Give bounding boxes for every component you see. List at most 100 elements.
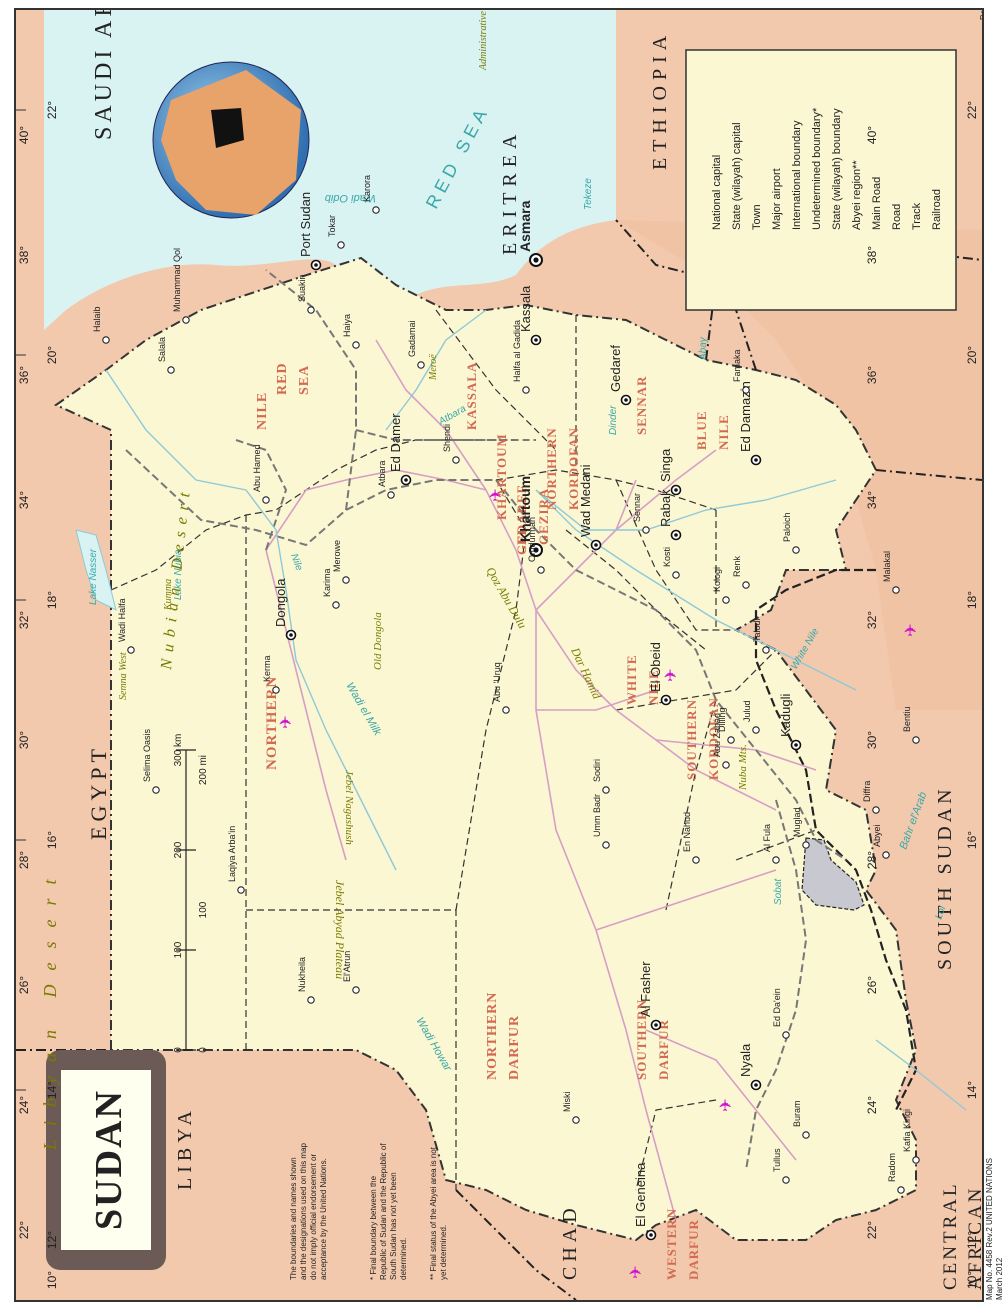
legend-label-capital: National capital	[711, 155, 723, 230]
lon-label-bottom-0: 22°	[865, 1221, 879, 1239]
lon-label-bottom-8: 38°	[865, 246, 879, 264]
state-label-gedaref: GEDAREF	[514, 484, 529, 555]
city-marker-kerma	[272, 686, 280, 694]
state-label-blue-nile: BLUE	[694, 411, 709, 450]
city-marker-shendi	[452, 456, 460, 464]
city-marker-tokar	[337, 241, 345, 249]
airport-icon-3: ✈	[661, 668, 680, 681]
note-disclaimer-4: acceptance by the United Nations.	[319, 1158, 328, 1280]
scale-bar	[176, 749, 196, 1051]
city-label-omdurman: Omdurman	[527, 517, 537, 562]
lon-label-bottom-9: 40°	[865, 126, 879, 144]
note-1-c: South Sudan has not yet been	[389, 1172, 398, 1280]
city-marker-halfa-al-gadida	[522, 386, 530, 394]
city-marker-abu-uruq	[502, 706, 510, 714]
lake-nubia-label: Lake Nubia	[173, 549, 184, 600]
ethiopia-land	[616, 220, 982, 710]
lon-label-top-9: 40°	[17, 126, 31, 144]
legend-label-railroad: Railroad	[931, 189, 943, 230]
city-label-el-obeid: El Obeid	[648, 642, 663, 692]
city-label-wad-medani: Wad Medani	[578, 464, 593, 537]
river-tekeze-label: Tekeze	[583, 178, 594, 210]
state-label-southern-kordofan: SOUTHERN	[684, 699, 699, 780]
legend-label-intl: International boundary	[791, 120, 803, 230]
legend-label-track: Track	[911, 202, 923, 230]
country-south-sudan: SOUTH SUDAN	[934, 785, 956, 970]
city-marker-karima	[332, 601, 340, 609]
scale-km-3: 300 km	[173, 734, 184, 767]
region-kumma: Kumma	[163, 579, 174, 611]
airport-icon-1: ✈	[276, 715, 295, 728]
city-marker-kosti	[672, 571, 680, 579]
river-abay-label: Abay	[698, 336, 709, 361]
note-disclaimer-2: and the designations used on this map	[299, 1142, 308, 1280]
city-marker-ed-damazin	[750, 454, 762, 466]
city-label-halfa-al-gadida: Halfa al Gadida	[512, 320, 522, 382]
city-marker-muhammad-qol	[182, 316, 190, 324]
lake-nasser	[75, 529, 117, 611]
city-marker-sodiri	[602, 786, 610, 794]
city-label-halaib: Halaib	[92, 306, 102, 332]
airport-icon-6: ✈	[901, 623, 920, 636]
region-libyan-desert: Libyan Desert	[40, 866, 60, 1152]
city-marker-el-geneina	[645, 1229, 657, 1241]
legend-label-airport: Major airport	[771, 168, 783, 230]
city-label-salala: Salala	[157, 337, 167, 362]
lon-label-top-7: 36°	[17, 366, 31, 384]
city-label-famaka: Famaka	[732, 349, 742, 382]
city-label-el-atrun: El'Atrun	[342, 951, 352, 982]
city-marker-singa	[670, 484, 682, 496]
airport-icon-2: ✈	[486, 488, 505, 501]
city-label-al-fula: Al Fula	[762, 824, 772, 852]
legend-label-state-boundary: State (wilayah) boundary	[831, 108, 843, 230]
lat-label-right-0: 22°	[965, 101, 979, 119]
city-marker-ed-da-ein	[782, 1031, 790, 1039]
city-marker-merowe	[342, 576, 350, 584]
legend-label-town: Town	[751, 204, 763, 230]
lon-label-bottom-7: 36°	[865, 366, 879, 384]
city-label-gedaref: Gedaref	[608, 345, 623, 392]
city-label-kerma: Kerma	[262, 655, 272, 682]
city-label-singa: Singa	[658, 448, 673, 482]
city-label-kosti: Kosti	[662, 547, 672, 567]
city-label-karora: Karora	[362, 175, 372, 202]
lon-label-top-0: 22°	[17, 1221, 31, 1239]
city-label-port-sudan: Port Sudan	[298, 192, 313, 257]
country-car-2: AFRICAN	[965, 1186, 982, 1290]
lon-label-top-6: 34°	[17, 491, 31, 509]
city-marker-buram	[802, 1131, 810, 1139]
city-label-khartoum: Khartoum	[517, 476, 533, 542]
city-label-kologi: Kologi	[712, 567, 722, 592]
state-label-white-nile: WHITE	[624, 654, 639, 705]
globe-inset	[152, 61, 310, 219]
city-label-nyala: Nyala	[738, 1043, 753, 1077]
state-label-southern-darfur: SOUTHERN	[634, 999, 649, 1080]
city-label-bentiu: Bentiu	[902, 706, 912, 732]
city-marker-kologi	[722, 596, 730, 604]
city-label-abu-uruq: Abu 'Uruq	[492, 662, 502, 702]
city-label-merowe: Merowe	[332, 540, 342, 572]
city-marker-wad-medani	[590, 539, 602, 551]
state-label-blue-nile-1: NILE	[716, 414, 731, 450]
city-label-atbara: Atbara	[377, 460, 387, 487]
country-eritrea: ERITREA	[499, 129, 521, 255]
city-marker-bentiu	[912, 736, 920, 744]
city-label-miski: Miski	[562, 1092, 572, 1113]
title-badge	[61, 1070, 151, 1250]
scale-mi-2: 200 mi	[198, 755, 209, 785]
lat-label-right-1: 20°	[965, 346, 979, 364]
state-label-kassala: KASSALA	[464, 362, 479, 430]
state-label-red-sea-1: SEA	[297, 365, 312, 395]
state-label-southern-kordofan-1: KORDOFAN	[706, 697, 721, 780]
city-label-el-geneina: El Geneina	[633, 1162, 648, 1227]
region-jebel-nagashush: Jebel Nagashush	[343, 770, 355, 845]
airport-icon-5: ✈	[626, 1265, 645, 1278]
city-marker-ed-damer	[400, 474, 412, 486]
state-label-el-gezira-1: GEZIRA	[536, 488, 551, 545]
lat-label-right-3: 16°	[965, 831, 979, 849]
city-marker-kadugli	[790, 739, 802, 751]
state-label-western-darfur-1: DARFUR	[686, 1219, 701, 1280]
region-jebel-abyad: Jebel Abyad Plateau	[333, 880, 347, 979]
city-marker-asmara	[529, 253, 543, 267]
